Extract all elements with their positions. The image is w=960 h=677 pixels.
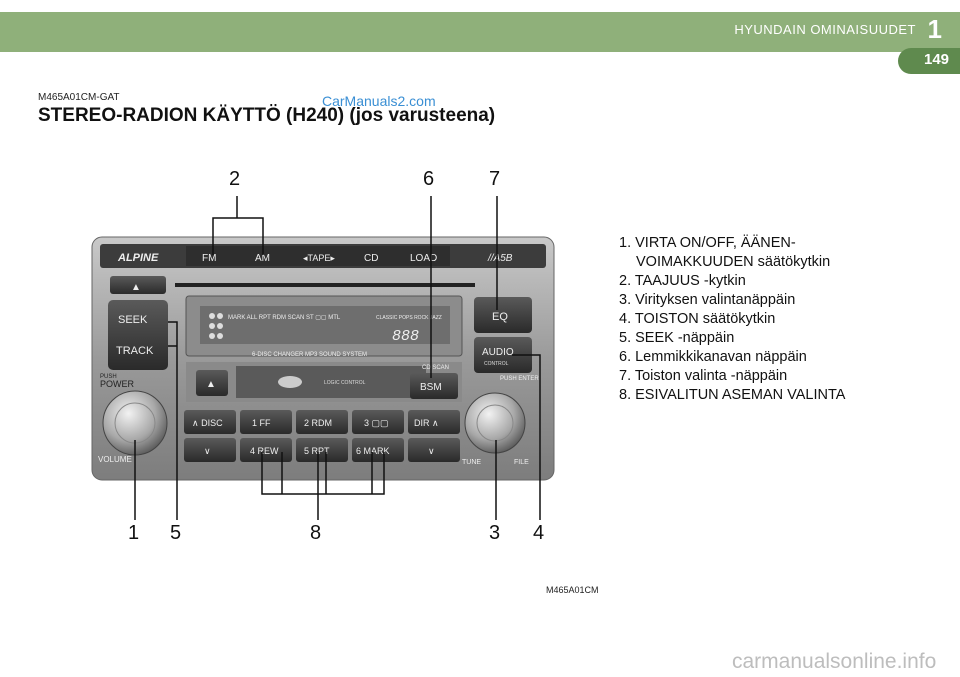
audio-button: [474, 337, 532, 373]
callout-3: 3: [489, 522, 501, 544]
track-label: TRACK: [116, 345, 154, 357]
logic-control-label: LOGIC CONTROL: [324, 380, 366, 386]
tune-knob: [464, 392, 526, 454]
preset-3-button: [352, 410, 404, 434]
callout-1: 1: [128, 522, 140, 544]
bsm-button: [410, 373, 458, 399]
push-enter-label: PUSH ENTER: [500, 376, 539, 382]
section-title: HYUNDAIN OMINAISUUDET: [734, 22, 916, 37]
callout-4: 4: [533, 522, 545, 544]
disc-up-button: [184, 410, 236, 434]
dir-down-label: ∨: [428, 446, 435, 456]
callout-5: 5: [170, 522, 182, 544]
preset-buttons: ∧ DISC 1 FF 2 RDM 3 ▢▢ DIR ∧ ∨ 4 REW 5 R…: [184, 410, 460, 462]
legend-item-1: 1. VIRTA ON/OFF, ÄÄNEN-: [619, 235, 796, 251]
eject-button: [110, 276, 166, 294]
load-button: LOAD: [410, 253, 437, 264]
eq-label: EQ: [492, 311, 508, 323]
legend-item-1-cont: VOIMAKKUUDEN säätökytkin: [636, 254, 831, 270]
watermark-bottom: carmanualsonline.info: [732, 650, 937, 673]
push-label: PUSH: [100, 374, 117, 380]
legend-item-6: 6. Lemmikkikanavan näppäin: [619, 349, 807, 365]
top-buttons-group: [186, 246, 450, 266]
file-label: FILE: [514, 459, 529, 466]
legend-item-3: 3. Virityksen valintanäppäin: [619, 292, 796, 308]
preset-1-label: 1 FF: [252, 418, 271, 428]
cd-button: CD: [364, 253, 378, 264]
page-number: 149: [924, 51, 950, 68]
legend-item-7: 7. Toiston valinta -näppäin: [619, 368, 788, 384]
brand-logo: ALPINE: [117, 252, 159, 264]
legend-item-5: 5. SEEK -näppäin: [619, 330, 735, 346]
preset-6-button: [352, 438, 404, 462]
section-banner: HYUNDAIN OMINAISUUDET 1: [0, 12, 960, 52]
watermark-top: CarManuals2.com: [322, 93, 436, 109]
figure-code: M465A01CM: [546, 585, 599, 595]
document-code: M465A01CM-GAT: [38, 92, 120, 103]
legend-item-4: 4. TOISTON säätökytkin: [619, 311, 776, 327]
dir-up-label: DIR ∧: [414, 418, 439, 428]
legend-item-2: 2. TAAJUUS -kytkin: [619, 273, 746, 289]
preset-5-button: [296, 438, 348, 462]
audio-sub-label: CONTROL: [484, 361, 509, 367]
brand-right-logo: //A5B: [487, 253, 513, 264]
preset-5-label: 5 RPT: [304, 446, 330, 456]
callout-6: 6: [423, 168, 435, 190]
dir-up-button: [408, 410, 460, 434]
preset-3-label: 3 ▢▢: [364, 418, 389, 428]
tune-knob-ring: [476, 404, 514, 442]
preset-4-button: [240, 438, 292, 462]
display-genres: CLASSIC POPS ROCK JAZZ: [376, 315, 442, 321]
callout-leader-lines: [134, 196, 541, 520]
changer-label: 6-DISC CHANGER MP3 SOUND SYSTEM: [252, 352, 367, 358]
volume-label: VOLUME: [98, 455, 132, 464]
disc-down-label: ∨: [204, 446, 211, 456]
preset-4-label: 4 REW: [250, 446, 279, 456]
eject2-button: [196, 370, 228, 396]
display-digits: 888: [392, 328, 419, 345]
power-label: POWER: [100, 379, 135, 389]
seek-track-button: [108, 300, 168, 370]
cd-slot: [175, 283, 475, 287]
callout-7: 7: [489, 168, 501, 190]
callout-8: 8: [310, 522, 322, 544]
legend-item-8: 8. ESIVALITUN ASEMAN VALINTA: [619, 387, 846, 403]
tune-label: TUNE: [462, 459, 481, 466]
hyundai-logo: [278, 376, 302, 388]
lcd-window: [200, 306, 450, 344]
display-indicators: MARK ALL RPT RDM SCAN ST ▢▢ MTL: [228, 315, 341, 321]
tape-slot: [236, 366, 426, 398]
eq-button: [474, 297, 532, 333]
disc-up-label: ∧ DISC: [192, 418, 223, 428]
page-number-tab: [898, 48, 960, 74]
preset-2-label: 2 RDM: [304, 418, 332, 428]
am-button: AM: [255, 253, 270, 264]
page-title: STEREO-RADION KÄYTTÖ (H240) (jos varuste…: [38, 105, 496, 126]
eject2-symbol: ▲: [206, 379, 216, 390]
preset-6-label: 6 MARK: [356, 446, 390, 456]
eject-symbol: ▲: [131, 282, 141, 293]
audio-label: AUDIO: [482, 347, 514, 358]
chapter-number: 1: [927, 14, 942, 44]
preset-2-button: [296, 410, 348, 434]
dir-down-button: [408, 438, 460, 462]
callout-2: 2: [229, 168, 241, 190]
bsm-label: BSM: [420, 382, 442, 393]
tape-button: ◂TAPE▸: [303, 253, 335, 263]
cd-scan-label: CD SCAN: [422, 365, 449, 371]
preset-1-button: [240, 410, 292, 434]
fm-button: FM: [202, 253, 216, 264]
legend-list: 1. VIRTA ON/OFF, ÄÄNEN- VOIMAKKUUDEN sää…: [619, 234, 845, 405]
disc-down-button: [184, 438, 236, 462]
seek-label: SEEK: [118, 314, 148, 326]
